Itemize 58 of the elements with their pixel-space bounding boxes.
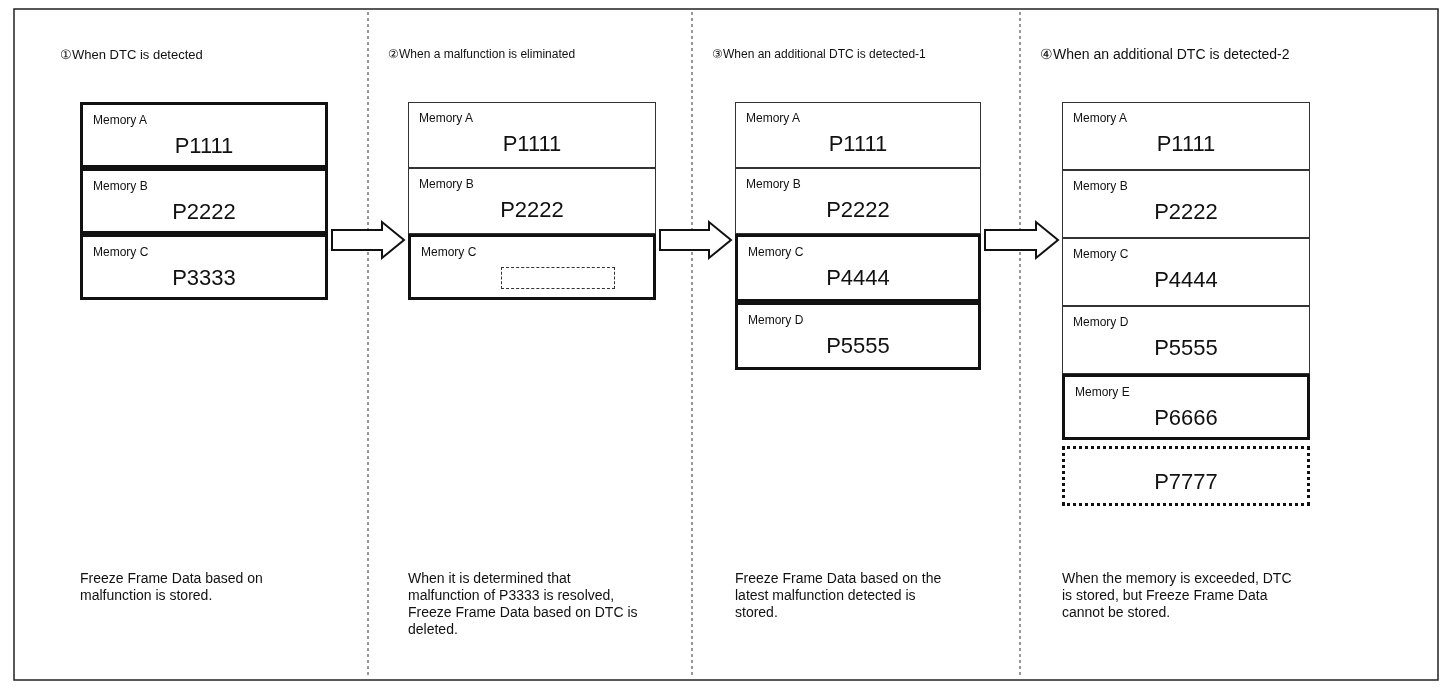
block-arrow (659, 219, 733, 261)
block-arrow (331, 219, 406, 261)
block-arrow (984, 219, 1060, 261)
memory-label: Memory B (1073, 179, 1128, 193)
memory-label: Memory A (93, 113, 147, 127)
memory-label: Memory A (746, 111, 800, 125)
dtc-code: P1111 (827, 131, 889, 157)
description-text: When it is determined that malfunction of P3333 is resolved, Freeze Frame Data based on DTC is deleted. (408, 570, 638, 638)
column-heading: ④When an additional DTC is detected-2 (1040, 46, 1291, 63)
dtc-code: P5555 (825, 333, 891, 359)
dtc-code: P2222 (171, 199, 237, 225)
dtc-code: P1111 (1155, 131, 1217, 157)
column-heading: ②When a malfunction is eliminated (388, 46, 577, 63)
memory-slot (1062, 306, 1310, 374)
memory-slot (735, 302, 981, 370)
memory-slot (408, 234, 656, 300)
memory-label: Memory C (748, 245, 804, 259)
dtc-code: P3333 (171, 265, 237, 291)
memory-slot (735, 234, 981, 302)
dtc-code: P2222 (499, 197, 565, 223)
memory-label: Memory B (746, 177, 801, 191)
memory-label: Memory D (1073, 315, 1129, 329)
memory-label: Memory C (421, 245, 477, 259)
dtc-code: P1111 (173, 133, 235, 159)
memory-slot (80, 234, 328, 300)
memory-slot (735, 102, 981, 168)
memory-slot (1062, 102, 1310, 170)
memory-slot (1062, 170, 1310, 238)
memory-label: Memory C (1073, 247, 1129, 261)
memory-label: Memory A (1073, 111, 1127, 125)
dtc-code: P2222 (1153, 199, 1219, 225)
dtc-code: P4444 (825, 265, 891, 291)
memory-label: Memory C (93, 245, 149, 259)
description-text: Freeze Frame Data based on the latest malfunction detected is stored. (735, 570, 943, 621)
column-heading: ③When an additional DTC is detected-1 (712, 46, 927, 63)
memory-slot (80, 102, 328, 168)
dtc-code: P2222 (825, 197, 891, 223)
empty-box (501, 267, 615, 289)
memory-slot (408, 102, 656, 168)
dtc-code: P1111 (501, 131, 563, 157)
memory-slot (80, 168, 328, 234)
dtc-code: P6666 (1153, 405, 1219, 431)
memory-label: Memory A (419, 111, 473, 125)
description-text: Freeze Frame Data based on malfunction is stored. (80, 570, 264, 604)
memory-slot (408, 168, 656, 234)
memory-slot (1062, 238, 1310, 306)
memory-slot (735, 168, 981, 234)
dtc-code: P7777 (1153, 469, 1219, 495)
description-text: When the memory is exceeded, DTC is stored, but Freeze Frame Data cannot be stored. (1062, 570, 1292, 621)
memory-slot (1062, 374, 1310, 440)
memory-label: Memory E (1075, 385, 1130, 399)
dtc-code: P4444 (1153, 267, 1219, 293)
dtc-code: P5555 (1153, 335, 1219, 361)
memory-label: Memory B (93, 179, 148, 193)
memory-slot (1062, 446, 1310, 506)
memory-label: Memory B (419, 177, 474, 191)
memory-label: Memory D (748, 313, 804, 327)
column-heading: ①When DTC is detected (60, 46, 204, 63)
